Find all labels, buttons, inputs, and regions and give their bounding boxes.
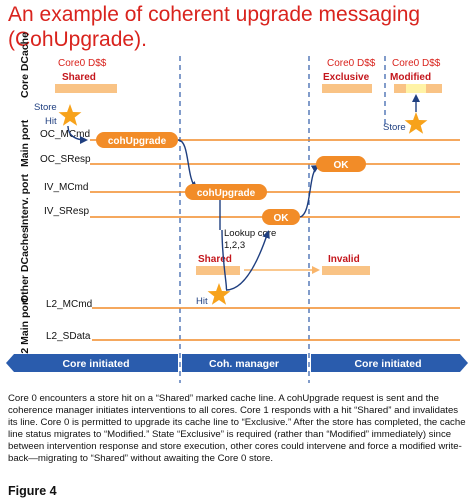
message-cohupgrade-1-label: cohUpgrade [108, 136, 167, 147]
message-ok-2 [262, 209, 300, 225]
cache-line-modified-store [406, 84, 426, 93]
message-cohupgrade-2 [185, 184, 267, 200]
message-ok-1 [316, 156, 366, 172]
signal-iv-mcmd: IV_MCmd [44, 182, 88, 193]
star-icon [404, 112, 428, 134]
coherence-diagram: Core DCache Main port Interv. port Other… [6, 32, 468, 383]
arrow-hit-to-ok [225, 230, 270, 291]
lane-label-other-dcaches: Other DCaches [19, 227, 31, 303]
cache-line-modified-right [426, 84, 442, 93]
lane-label-main-port: Main port [19, 119, 31, 167]
event-hit-2: Hit [196, 296, 208, 307]
signal-l2-sdata: L2_SData [46, 331, 91, 342]
state-shared: Shared [62, 72, 96, 83]
figure-label: Figure 4 [8, 484, 57, 498]
lane-label-l2-main-port: L2 Main port [19, 297, 31, 360]
event-lookup-line2: 1,2,3 [224, 240, 245, 251]
star-icon [207, 283, 231, 305]
message-cohupgrade-1 [96, 132, 178, 148]
cache-header-core0-2: Core0 D$$ [327, 58, 376, 69]
signal-oc-mcmd: OC_MCmd [40, 129, 90, 140]
cache-line-modified-left [394, 84, 406, 93]
state-exclusive: Exclusive [323, 72, 370, 83]
state-modified: Modified [390, 72, 431, 83]
phase-label-core-initiated-1: Core initiated [62, 358, 129, 370]
diagram-title: An example of coherent upgrade messaging… [8, 3, 421, 51]
star-icon [58, 104, 82, 126]
signal-iv-sresp: IV_SResp [44, 206, 89, 217]
arrow-cohupgrade-to-hit [221, 229, 228, 291]
event-store-1: Store [34, 102, 57, 113]
phase-band-core-initiated-2 [311, 354, 468, 372]
message-ok-2-label: OK [274, 213, 290, 224]
cache-header-core0-1: Core0 D$$ [58, 58, 107, 69]
phase-band-coh-manager [182, 354, 307, 372]
state-invalid: Invalid [328, 254, 360, 265]
signal-l2-mcmd: L2_MCmd [46, 299, 92, 310]
other-cache-line-shared [196, 266, 240, 275]
figure-caption: Core 0 encounters a store hit on a “Shar… [8, 393, 466, 465]
phase-band-core-initiated-1 [6, 354, 178, 372]
other-cache-line-invalid [322, 266, 370, 275]
arrow-hit-to-cohupgrade [67, 125, 88, 144]
cache-header-core0-3: Core0 D$$ [392, 58, 441, 69]
message-ok-1-label: OK [334, 160, 350, 171]
lane-label-interv-port: Interv. port [19, 173, 31, 228]
event-lookup-line1: Lookup core [224, 228, 276, 239]
event-store-2: Store [383, 122, 406, 133]
lane-label-core-dcache: Core DCache [19, 32, 31, 98]
event-hit-1: Hit [45, 116, 57, 127]
phase-label-core-initiated-2: Core initiated [354, 358, 421, 370]
message-cohupgrade-2-label: cohUpgrade [197, 188, 256, 199]
cache-line-shared [55, 84, 117, 93]
cache-line-exclusive [322, 84, 372, 93]
state-other-shared: Shared [198, 254, 232, 265]
signal-oc-sresp: OC_SResp [40, 154, 91, 165]
arrow-ok-to-ok [299, 164, 320, 218]
phase-label-coh-manager: Coh. manager [209, 358, 279, 370]
